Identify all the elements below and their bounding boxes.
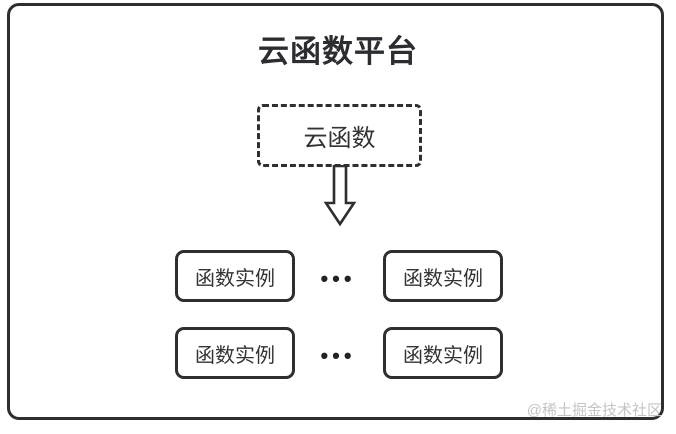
watermark: @稀土掘金技术社区 [526, 402, 662, 419]
cloud-function-label: 云函数 [303, 125, 376, 152]
cloud-function-node: 云函数 [257, 104, 422, 167]
function-instance-label: 函数实例 [195, 344, 275, 367]
function-instance-node: 函数实例 [383, 250, 503, 302]
ellipsis-separator: ••• [320, 343, 356, 368]
function-instance-label: 函数实例 [403, 267, 483, 290]
function-instance-label: 函数实例 [195, 267, 275, 290]
function-instance-node: 函数实例 [175, 327, 295, 379]
ellipsis-separator: ••• [320, 266, 356, 291]
down-arrow-icon [323, 165, 357, 227]
function-instance-label: 函数实例 [403, 344, 483, 367]
function-instance-node: 函数实例 [175, 250, 295, 302]
diagram-title: 云函数平台 [258, 34, 418, 69]
function-instance-node: 函数实例 [383, 327, 503, 379]
